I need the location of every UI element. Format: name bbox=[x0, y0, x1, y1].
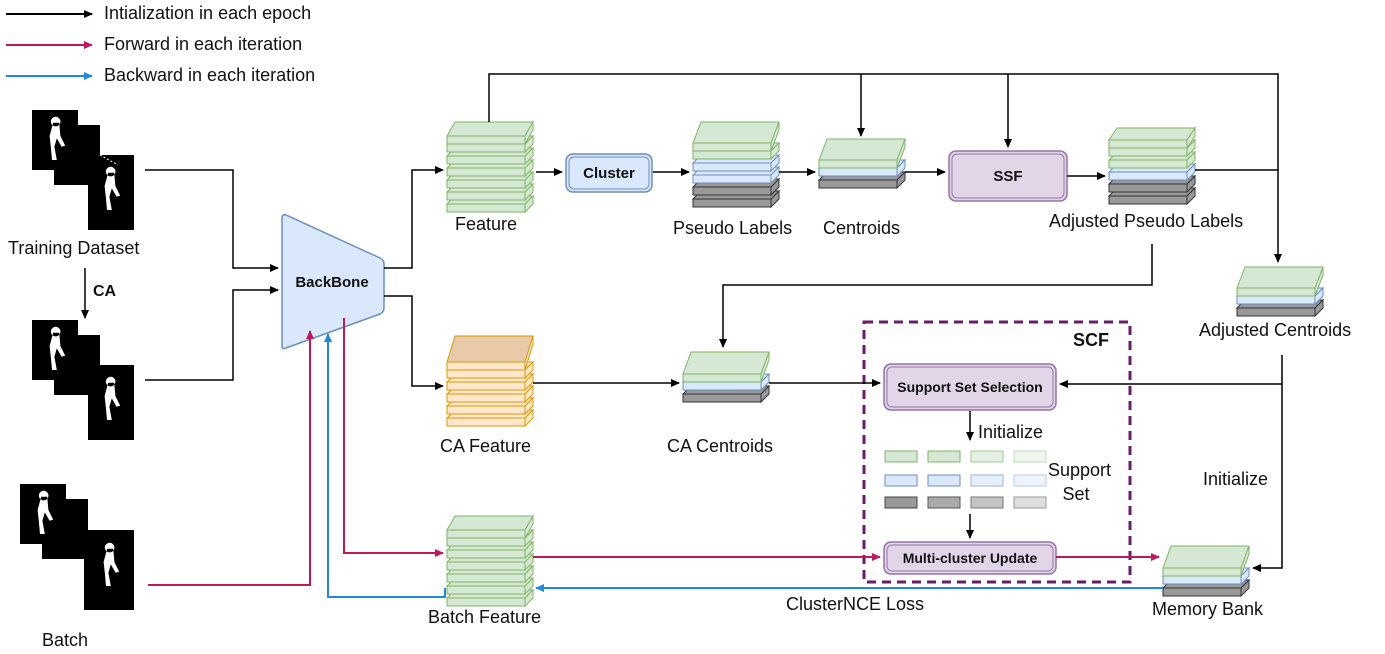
pseudo-labels-stack bbox=[691, 121, 781, 209]
multi-cluster-update-label: Multi-cluster Update bbox=[902, 550, 1038, 566]
ca-centroids-stack bbox=[681, 351, 771, 404]
centroids-label: Centroids bbox=[823, 218, 901, 238]
legend-init-label: Intialization in each epoch bbox=[104, 3, 312, 23]
init-connectors bbox=[145, 73, 1283, 572]
legend-backward-label: Backward in each iteration bbox=[104, 65, 316, 85]
adjusted-centroids-stack bbox=[1235, 266, 1325, 318]
initialize-right-label: Initialize bbox=[1203, 469, 1269, 489]
backbone-block bbox=[281, 214, 385, 350]
feature-label: Feature bbox=[455, 214, 518, 234]
ca-centroids-label: CA Centroids bbox=[667, 436, 774, 456]
silhouette-frames-icon bbox=[32, 110, 134, 230]
cluster-label: Cluster bbox=[583, 164, 635, 182]
training-dataset-label: Training Dataset bbox=[8, 238, 140, 258]
scf-label: SCF bbox=[1073, 330, 1109, 350]
ca-feature-stack bbox=[445, 335, 535, 428]
adjusted-pseudo-labels-stack bbox=[1107, 126, 1197, 206]
feature-stack bbox=[445, 120, 535, 214]
ca-feature-label: CA Feature bbox=[440, 436, 532, 456]
support-set-selection-box bbox=[883, 363, 1057, 411]
batch-feature-label: Batch Feature bbox=[428, 607, 542, 627]
ca-label: CA bbox=[93, 283, 117, 300]
legend bbox=[6, 10, 93, 80]
legend-forward-label: Forward in each iteration bbox=[104, 34, 303, 54]
cluster-box bbox=[565, 153, 653, 193]
forward-connectors bbox=[148, 318, 1160, 586]
pseudo-labels-label: Pseudo Labels bbox=[673, 218, 793, 238]
initialize-label: Initialize bbox=[978, 422, 1044, 442]
scf-region bbox=[862, 320, 1132, 584]
batch-feature-stack bbox=[445, 514, 535, 608]
silhouette-frames-icon bbox=[20, 484, 134, 610]
memory-bank-stack bbox=[1161, 545, 1251, 598]
backbone-label: BackBone bbox=[295, 273, 369, 291]
batch-label: Batch bbox=[42, 630, 89, 650]
adjusted-pseudo-labels-label: Adjusted Pseudo Labels bbox=[1049, 211, 1244, 231]
silhouette-frames-icon bbox=[32, 320, 134, 440]
backward-connectors bbox=[324, 333, 1163, 598]
support-set-selection-label: Support Set Selection bbox=[897, 379, 1043, 395]
centroids-stack bbox=[817, 138, 907, 190]
support-set-grid bbox=[884, 450, 1047, 509]
memory-bank-label: Memory Bank bbox=[1152, 599, 1264, 619]
support-set-label: Support Set bbox=[1048, 460, 1112, 504]
ssf-label: SSF bbox=[993, 167, 1023, 185]
clusternce-loss-label: ClusterNCE Loss bbox=[786, 594, 925, 614]
adjusted-centroids-label: Adjusted Centroids bbox=[1199, 320, 1352, 340]
